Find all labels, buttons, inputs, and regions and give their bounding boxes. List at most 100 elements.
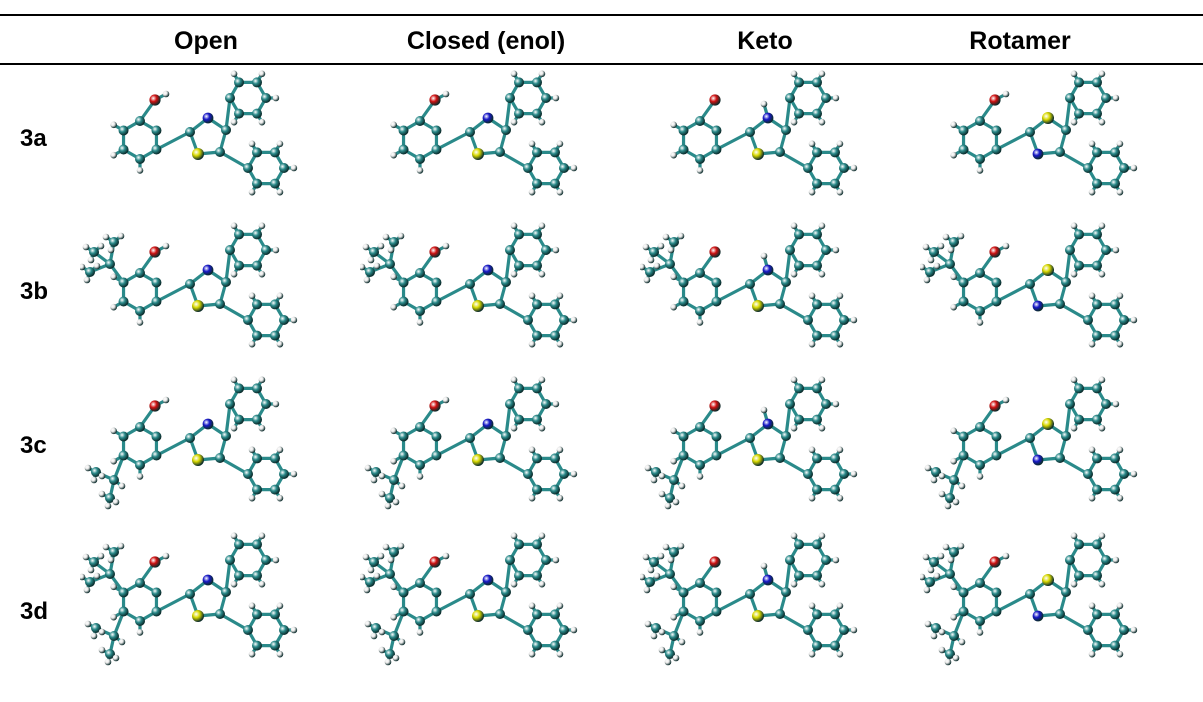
hydrogen-atom <box>670 303 677 311</box>
hydrogen-atom <box>696 167 704 174</box>
carbon-atom <box>389 475 399 485</box>
hydrogen-atom <box>378 646 386 654</box>
hydrogen-atom <box>93 572 101 580</box>
carbon-atom <box>785 245 795 255</box>
hydrogen-atom <box>1070 376 1078 384</box>
hydrogen-atom <box>1098 376 1106 384</box>
carbon-atom <box>109 547 119 557</box>
hydrogen-atom <box>950 303 957 311</box>
carbon-atom <box>711 450 722 461</box>
carbon-atom <box>261 245 271 255</box>
hydrogen-atom <box>950 273 957 281</box>
hydrogen-atom <box>510 270 518 278</box>
carbon-atom <box>495 609 505 619</box>
hydrogen-atom <box>290 626 298 634</box>
hydrogen-atom <box>920 263 926 271</box>
carbon-atom <box>550 178 560 189</box>
carbon-atom <box>1074 539 1084 550</box>
hydrogen-atom <box>83 586 91 594</box>
oxygen-atom <box>989 400 1001 412</box>
hydrogen-atom <box>276 494 284 502</box>
hydrogen-atom <box>670 273 677 281</box>
carbon-atom <box>270 299 280 310</box>
hydrogen-atom <box>556 650 564 658</box>
carbon-atom <box>1065 93 1075 103</box>
carbon-atom <box>812 147 822 158</box>
bond <box>994 130 1032 152</box>
molecule-3c-rotamer <box>920 368 1180 518</box>
hydrogen-atom <box>790 532 798 540</box>
carbon-atom <box>389 237 399 247</box>
hydrogen-atom <box>938 490 946 498</box>
carbon-atom <box>645 577 655 587</box>
molecule-3c-closed <box>360 368 620 518</box>
hydrogen-atom <box>370 476 378 484</box>
carbon-atom <box>695 116 705 126</box>
hydrogen-atom <box>808 340 816 348</box>
bond <box>994 592 1032 614</box>
carbon-atom <box>185 589 195 599</box>
hydrogen-atom <box>416 167 424 174</box>
carbon-atom <box>830 178 840 189</box>
hydrogen-atom <box>678 638 686 646</box>
hydrogen-atom <box>272 246 280 254</box>
oxygen-atom <box>429 246 441 258</box>
hydrogen-atom <box>930 476 938 484</box>
hydrogen-atom <box>98 628 106 636</box>
hydrogen-atom <box>398 482 406 490</box>
hydrogen-atom <box>924 620 932 628</box>
carbon-atom <box>1092 414 1102 425</box>
carbon-atom <box>830 640 840 651</box>
hydrogen-atom <box>818 580 826 588</box>
hydrogen-atom <box>958 482 966 490</box>
hydrogen-atom <box>556 602 564 610</box>
carbon-atom <box>514 570 524 581</box>
carbon-atom <box>532 570 542 581</box>
carbon-atom <box>665 493 675 503</box>
carbon-atom <box>252 299 262 310</box>
carbon-atom <box>532 147 542 158</box>
carbon-atom <box>151 144 162 155</box>
carbon-atom <box>794 383 804 394</box>
hydrogen-atom <box>836 292 844 300</box>
carbon-atom <box>695 616 705 626</box>
carbon-atom <box>532 414 542 425</box>
bond <box>504 402 512 438</box>
carbon-atom <box>812 640 822 651</box>
carbon-atom <box>1074 570 1084 581</box>
hydrogen-atom <box>538 580 546 588</box>
carbon-atom <box>185 433 195 443</box>
bond <box>1058 456 1090 476</box>
carbon-atom <box>234 383 244 394</box>
carbon-atom <box>1092 453 1102 464</box>
carbon-atom <box>501 431 511 441</box>
hydrogen-atom <box>677 232 685 240</box>
carbon-atom <box>711 587 722 598</box>
carbon-atom <box>550 330 560 341</box>
hydrogen-atom <box>818 532 826 540</box>
hydrogen-atom <box>1098 580 1106 588</box>
hydrogen-atom <box>642 243 650 251</box>
hydrogen-atom <box>390 457 397 465</box>
hydrogen-atom <box>556 340 564 348</box>
carbon-atom <box>105 569 115 579</box>
carbon-atom <box>678 125 689 136</box>
oxygen-atom <box>709 400 721 412</box>
hydrogen-atom <box>1116 650 1124 658</box>
column-header-rotamer: Rotamer <box>969 27 1071 55</box>
carbon-atom <box>794 570 804 581</box>
bond <box>498 456 530 476</box>
carbon-atom <box>1101 555 1111 565</box>
carbon-atom <box>225 555 235 565</box>
hydrogen-atom <box>90 476 98 484</box>
carbon-atom <box>252 260 262 271</box>
bond <box>714 282 752 304</box>
carbon-atom <box>945 259 955 269</box>
carbon-atom <box>794 260 804 271</box>
bond <box>714 130 752 152</box>
carbon-atom <box>514 260 524 271</box>
carbon-atom <box>514 229 524 240</box>
carbon-atom <box>812 108 822 119</box>
hydrogen-atom <box>950 613 957 621</box>
hydrogen-atom <box>112 498 120 506</box>
